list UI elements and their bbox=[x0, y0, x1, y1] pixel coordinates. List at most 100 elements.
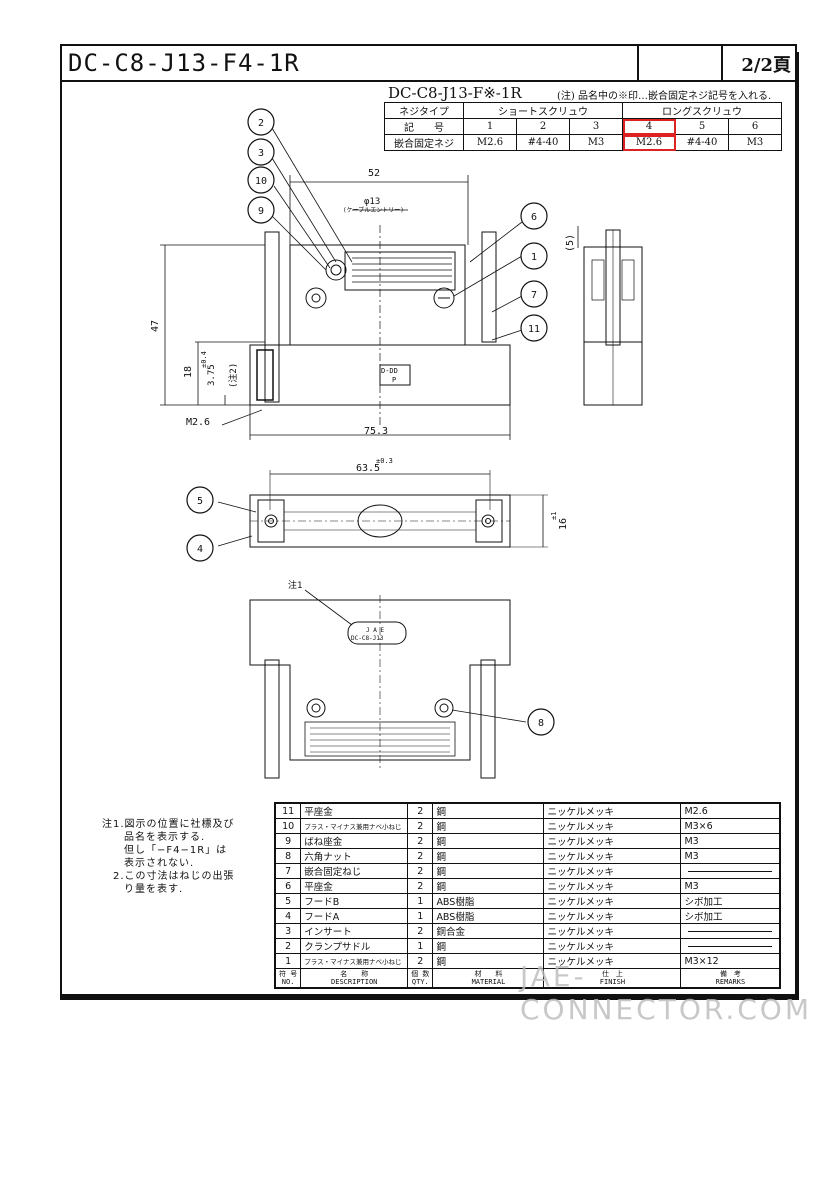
title-blank-cell bbox=[637, 46, 723, 80]
parts-cell-no: 7 bbox=[274, 863, 302, 879]
parts-cell-finish: ニッケルメッキ bbox=[543, 923, 682, 939]
spec-note: (注) 品名中の※印…嵌合固定ネジ記号を入れる. bbox=[557, 91, 772, 102]
parts-cell-remarks: M3 bbox=[680, 848, 781, 864]
parts-cell-no: 8 bbox=[274, 848, 302, 864]
top-view bbox=[249, 470, 548, 548]
title-block: DC-C8-J13-F4-1R 2/2頁 bbox=[62, 46, 795, 82]
front-view bbox=[249, 225, 511, 425]
parts-cell-finish: ニッケルメッキ bbox=[543, 908, 682, 924]
dim-tol03: ±0.3 bbox=[376, 457, 393, 465]
balloon-6 bbox=[520, 202, 548, 230]
parts-cell-no: 11 bbox=[274, 802, 302, 819]
parts-cell-remarks: M3 bbox=[680, 878, 781, 894]
parts-cell-qty: 1 bbox=[407, 938, 434, 954]
parts-cell-material: 鋼 bbox=[432, 953, 545, 969]
parts-cell-qty: 2 bbox=[407, 953, 434, 969]
parts-cell-material: 銅合金 bbox=[432, 923, 545, 939]
drawing-notes: 注1.図示の位置に社標及び 品名を表示する. 但し「−F4−1R」は 表示されな… bbox=[102, 818, 235, 896]
hdr-fin-en: FINISH bbox=[599, 978, 626, 986]
dd-label-box bbox=[379, 364, 411, 386]
parts-cell-qty: 2 bbox=[407, 848, 434, 864]
watermark: JAE-CONNECTOR.COM bbox=[520, 960, 812, 1026]
dim-375: 3.75 bbox=[207, 364, 217, 386]
parts-cell-no: 9 bbox=[274, 833, 302, 849]
parts-cell-remarks bbox=[680, 863, 781, 879]
dim-16: 16 bbox=[558, 518, 569, 530]
parts-cell-material: 鋼 bbox=[432, 938, 545, 954]
nut-left bbox=[305, 287, 327, 309]
balloon-4 bbox=[186, 534, 214, 562]
balloon-8 bbox=[527, 708, 555, 736]
parts-cell-qty: 1 bbox=[407, 893, 434, 909]
dim-tol04: ±0.4 bbox=[200, 351, 208, 368]
note-line: 2.この寸法はねじの出張 bbox=[102, 871, 235, 882]
parts-cell-no: 5 bbox=[274, 893, 302, 909]
parts-cell-no: 6 bbox=[274, 878, 302, 894]
hdr-rem-en: REMARKS bbox=[715, 978, 746, 986]
balloons bbox=[186, 108, 555, 736]
sheet-shadow-right bbox=[795, 52, 799, 1000]
note1-label: 注1 bbox=[288, 579, 302, 591]
parts-cell-remarks: シボ加工 bbox=[680, 908, 781, 924]
parts-cell-name: ばね座金 bbox=[300, 833, 409, 849]
parts-cell-no: 3 bbox=[274, 923, 302, 939]
parts-cell-no: 4 bbox=[274, 908, 302, 924]
balloon-11 bbox=[520, 314, 548, 342]
balloon-text: 9 bbox=[258, 206, 264, 217]
sheet-shadow-bottom bbox=[60, 996, 799, 1000]
parts-cell-material: ABS樹脂 bbox=[432, 908, 545, 924]
spec-screw: M3 bbox=[728, 134, 782, 151]
parts-cell-qty: 2 bbox=[407, 878, 434, 894]
balloon-text: 7 bbox=[531, 290, 537, 301]
balloon-text: 11 bbox=[528, 324, 540, 335]
parts-cell-finish: ニッケルメッキ bbox=[543, 802, 682, 819]
parts-cell-finish: ニッケルメッキ bbox=[543, 878, 682, 894]
rear-view bbox=[249, 589, 511, 779]
drawing-title: DC-C8-J13-F4-1R bbox=[68, 49, 300, 77]
balloon-3 bbox=[247, 138, 275, 166]
dim-phi13: φ13 bbox=[364, 197, 380, 207]
parts-cell-material: ABS樹脂 bbox=[432, 893, 545, 909]
hdr-mat-en: MATERIAL bbox=[471, 978, 506, 986]
parts-cell-remarks: シボ加工 bbox=[680, 893, 781, 909]
parts-cell-remarks: M3×6 bbox=[680, 818, 781, 834]
balloon-2 bbox=[247, 108, 275, 136]
side-view bbox=[577, 226, 643, 406]
parts-cell-name: 平座金 bbox=[300, 802, 409, 819]
right-screw-shaft bbox=[481, 231, 497, 343]
parts-cell-name: 六角ナット bbox=[300, 848, 409, 864]
balloon-7 bbox=[520, 280, 548, 308]
parts-cell-material: 鋼 bbox=[432, 848, 545, 864]
marking-jae: J A E bbox=[366, 627, 384, 634]
hdr-rem-jp: 備 考 bbox=[719, 970, 741, 978]
note-line: 品名を表示する. bbox=[102, 832, 206, 843]
parts-cell-no: 1 bbox=[274, 953, 302, 969]
dim-phi13-sub: (ケーブルエントリー) bbox=[343, 206, 404, 214]
parts-cell-no: 10 bbox=[274, 818, 302, 834]
balloon-text: 1 bbox=[531, 252, 537, 263]
parts-cell-finish: ニッケルメッキ bbox=[543, 833, 682, 849]
dim-635: 63.5 bbox=[356, 463, 380, 474]
dim-m26: M2.6 bbox=[186, 417, 210, 428]
dd-label-top: D-DD bbox=[381, 367, 398, 375]
parts-cell-finish: ニッケルメッキ bbox=[543, 818, 682, 834]
balloon-text: 6 bbox=[531, 212, 537, 223]
note-line: 注1.図示の位置に社標及び bbox=[102, 819, 235, 830]
hdr-no-jp: 符 号 bbox=[279, 970, 298, 978]
parts-cell-finish: ニッケルメッキ bbox=[543, 893, 682, 909]
dim-52: 52 bbox=[368, 168, 380, 179]
parts-cell-material: 鋼 bbox=[432, 833, 545, 849]
balloon-text: 3 bbox=[258, 148, 264, 159]
note-line: り量を表す. bbox=[102, 884, 184, 895]
parts-cell-remarks bbox=[680, 923, 781, 939]
page-number: 2/2頁 bbox=[741, 55, 791, 76]
hdr-qty-en: QTY. bbox=[411, 978, 429, 986]
parts-cell-material: 鋼 bbox=[432, 863, 545, 879]
